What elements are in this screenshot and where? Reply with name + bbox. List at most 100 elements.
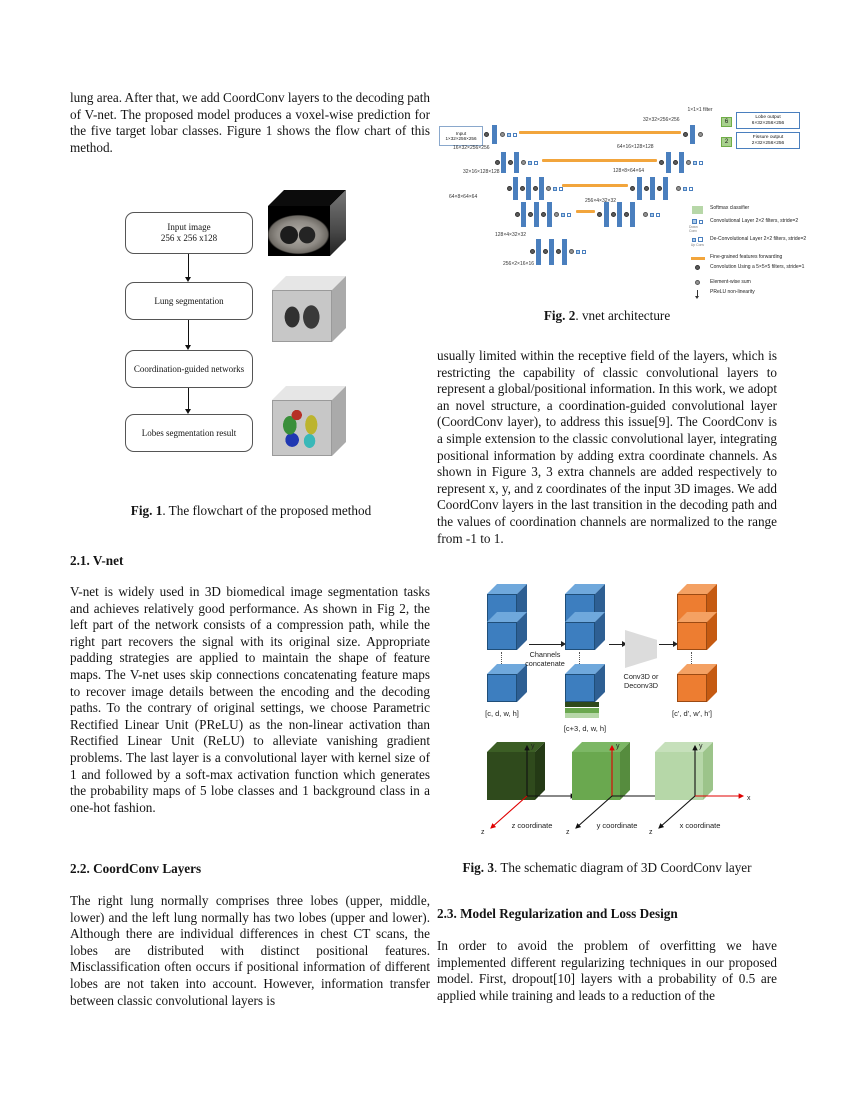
conv-op-icon: [520, 186, 525, 191]
conv-bar: [562, 239, 567, 265]
conv-op-icon: [533, 186, 538, 191]
conv-bar: [679, 152, 684, 173]
decoder-dim-label: 32×32×256×256: [643, 117, 680, 123]
conv-bar: [650, 177, 655, 200]
flow-box-coordination-networks: Coordination-guided networks: [125, 350, 253, 388]
encoder-dim-label: 128×4×32×32: [495, 232, 527, 238]
prelu-arrow-icon: [694, 290, 700, 299]
z-coordinate-caption: z coordinate: [511, 821, 553, 830]
concat-arrow-label: Channels concatenate: [525, 650, 565, 668]
lung-cube-top-face: [272, 276, 346, 290]
conv-bar: [513, 177, 518, 200]
figure-2-caption-label: Fig. 2: [543, 308, 576, 323]
conv3d-op-shape: [625, 630, 657, 668]
conv-bar: [690, 125, 695, 144]
conv-bar: [630, 202, 635, 227]
upconv-square-icon: [650, 212, 654, 217]
skip-connection-line: [519, 131, 681, 134]
figure-1-caption-text: . The flowchart of the proposed method: [162, 503, 372, 518]
conv-bar: [617, 202, 622, 227]
legend-label: Convolution Using a 5×5×5 filters, strid…: [710, 264, 805, 270]
lung-cube-front-face: [272, 290, 332, 342]
downconv-square-icon: [507, 132, 511, 137]
feature-cube-blue: [487, 612, 527, 650]
flow-box-input-line1: Input image: [167, 222, 211, 232]
upconv-square-icon: [582, 249, 586, 254]
fissure-output-title: Fissure output: [752, 134, 784, 140]
conv-op-icon: [507, 160, 513, 165]
conv-bar: [526, 177, 531, 200]
axis-y-label: y: [531, 743, 535, 750]
conv-bar: [501, 152, 506, 173]
lobe-output-box: Lobe output 6×32×256×256: [736, 112, 800, 129]
to-conv-arrow: [609, 640, 627, 648]
legend-row-prelu: PReLU non-linearity: [689, 289, 813, 299]
conv-op-icon: [630, 186, 635, 191]
figure-1-caption: Fig. 1. The flowchart of the proposed me…: [70, 503, 432, 519]
legend-sub-label: Down Conv: [689, 224, 698, 233]
softmax-swatch-icon: [692, 206, 703, 214]
figure-2-caption: Fig. 2. vnet architecture: [437, 308, 777, 324]
concat-dims-label: [c+3, d, w, h]: [563, 724, 607, 733]
coord-channel-dark-green: [565, 702, 599, 707]
ellipsis-connector: [501, 652, 502, 664]
figure-3-coordconv-schematic: [c, d, w, h] Channels concatenate [c+3, …: [437, 578, 777, 856]
axis-y-label: y: [616, 743, 620, 750]
downconv-square-icon: [553, 186, 557, 191]
encoder-dim-label: 32×16×128×128: [463, 169, 500, 175]
lung-cube-right-face: [332, 276, 346, 342]
conv-op-icon: [495, 160, 500, 165]
section-2-3-heading: 2.3. Model Regularization and Loss Desig…: [437, 906, 678, 921]
y-coordinate-diagram: y x z: [566, 742, 668, 836]
upconv-swatch-icon: [692, 237, 703, 242]
fissure-output-box: Fissure output 2×32×256×256: [736, 132, 800, 149]
sum-op-icon: [695, 280, 700, 285]
legend-label: Softmax classifier: [710, 205, 750, 211]
conv-op-icon: [659, 160, 664, 165]
conv-op-icon: [624, 212, 629, 217]
lung-segmentation-image: [272, 276, 346, 342]
legend-row-conv: Down Conv Convolutional Layer 2×2 filter…: [689, 218, 813, 233]
conv-op-icon: [541, 212, 546, 217]
coord-channel-light-green: [565, 713, 599, 718]
legend-label: PReLU non-linearity: [710, 289, 755, 295]
conv-op-icon: [507, 186, 512, 191]
decoder-dim-label: 64×16×128×128: [617, 144, 654, 150]
conv-bar: [604, 202, 609, 227]
from-conv-arrow: [659, 640, 678, 648]
upconv-square-icon: [683, 186, 687, 191]
ct-cube-right-face: [330, 190, 346, 256]
lobe-output-dims: 6×32×256×256: [751, 120, 785, 126]
downconv-square-icon: [561, 212, 565, 217]
coordconv-paragraph: usually limited within the receptive fie…: [437, 348, 777, 546]
legend-label: Element-wise sum: [710, 279, 751, 285]
upconv-square-icon: [576, 249, 580, 254]
conv-bar: [547, 202, 552, 227]
skip-connection-line: [562, 184, 628, 187]
axis-y-label: y: [699, 743, 703, 750]
downconv-square-icon: [559, 186, 563, 191]
section-2-2-body: The right lung normally comprises three …: [70, 893, 430, 1008]
flow-arrow-1: [184, 254, 193, 282]
legend-label: Fine-grained features forwarding: [710, 254, 783, 260]
x-coordinate-diagram: y x z: [649, 742, 751, 836]
conv-bar: [536, 239, 541, 265]
conv-op-icon: [484, 132, 489, 137]
section-2-1-body: V-net is widely used in 3D biomedical im…: [70, 584, 430, 815]
input-dims-label: [c, d, w, h]: [485, 709, 519, 718]
fissure-output-dims: 2×32×256×256: [751, 140, 785, 146]
upconv-square-icon: [699, 160, 703, 165]
sum-op-icon: [676, 186, 681, 191]
x-coordinate-caption: x coordinate: [679, 821, 721, 830]
ellipsis-connector: [579, 652, 580, 664]
axis-z-label: z: [481, 829, 485, 836]
vnet-input-box: Input 1×32×256×256: [439, 126, 483, 146]
conv-bar: [663, 177, 668, 200]
filter-label: 1×1×1 filter: [687, 107, 713, 113]
decoder-dim-label: 128×8×64×64: [613, 168, 645, 174]
fissure-output-badge: 2: [721, 137, 732, 147]
lobes-result-image: [272, 386, 346, 456]
encoder-dim-label: 64×8×64×64: [449, 194, 478, 200]
sum-op-icon: [686, 160, 691, 165]
